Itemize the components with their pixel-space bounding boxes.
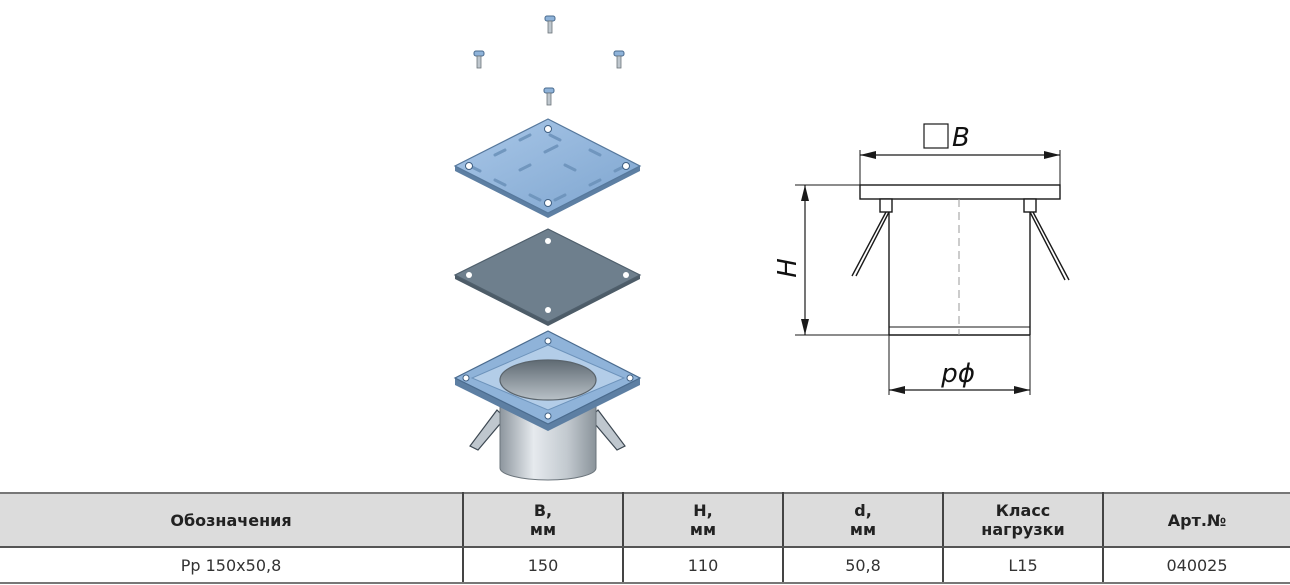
cell-load-class: L15 xyxy=(942,547,1104,584)
table-row: Pp 150x50,8 150 110 50,8 L15 040025 xyxy=(0,547,1290,584)
header-designation: Обозначения xyxy=(0,492,464,548)
technical-drawing xyxy=(795,123,1070,395)
cell-designation: Pp 150x50,8 xyxy=(0,547,464,584)
cell-b: 150 xyxy=(462,547,624,584)
base-frame-with-pipe xyxy=(453,330,642,481)
cell-d: 50,8 xyxy=(782,547,944,584)
header-h-mm: H,мм xyxy=(622,492,784,548)
product-illustration: B H ϕd xyxy=(453,15,1070,481)
dimension-label-d: ϕd xyxy=(941,361,975,391)
cell-article-number: 040025 xyxy=(1102,547,1290,584)
checker-plate-cover xyxy=(453,118,642,218)
header-b-mm: B,мм xyxy=(462,492,624,548)
dimension-label-h: H xyxy=(773,258,803,278)
cell-h: 110 xyxy=(622,547,784,584)
diameter-symbol: ϕ xyxy=(958,361,975,391)
header-d-mm: d,мм xyxy=(782,492,944,548)
header-article-number: Арт.№ xyxy=(1102,492,1290,548)
screw-bottom xyxy=(543,87,555,106)
dimension-d-letter: d xyxy=(941,361,958,391)
screw-right xyxy=(613,50,625,69)
screw-left xyxy=(473,50,485,69)
dimension-label-b: B xyxy=(952,123,970,153)
gasket-plate xyxy=(453,228,642,326)
screw-top xyxy=(544,15,556,34)
